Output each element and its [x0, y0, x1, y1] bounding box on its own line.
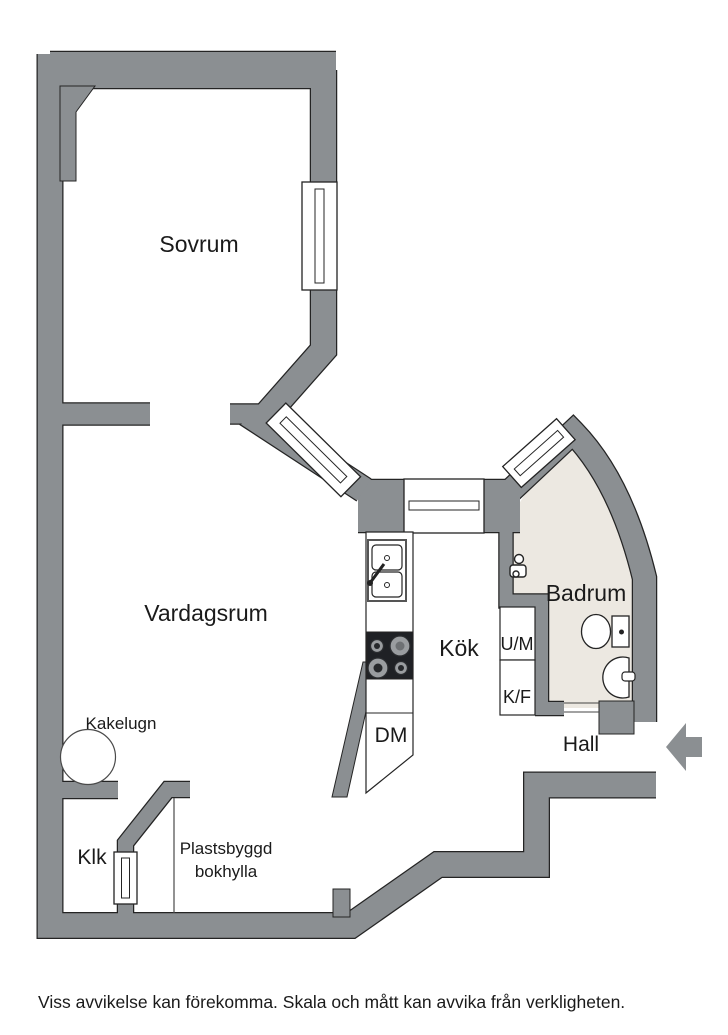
- faucet-icon: [367, 563, 386, 586]
- label-klk: Klk: [77, 846, 107, 869]
- wall-topleft-chamfer: [59, 85, 96, 182]
- wall-badrum-right-curve: [497, 415, 656, 722]
- kf-cabinet: [499, 659, 536, 716]
- label-dm: DM: [375, 724, 408, 747]
- wall-badrum-west: [499, 528, 548, 708]
- door-badrum-threshold: [564, 702, 599, 713]
- openings: [113, 181, 599, 905]
- um-cabinet: [499, 606, 536, 661]
- door-klk: [113, 851, 138, 905]
- label-badrum: Badrum: [546, 580, 627, 606]
- wall-badrum-south-right: [598, 700, 635, 735]
- wall-bottom-notch: [332, 888, 351, 918]
- label-sovrum: Sovrum: [159, 231, 238, 257]
- label-hall: Hall: [563, 733, 599, 756]
- disclaimer-caption: Viss avvikelse kan förekomma. Skala och …: [38, 992, 625, 1012]
- stove: [366, 631, 414, 680]
- label-um: U/M: [501, 634, 534, 654]
- labels: Sovrum Vardagsrum Kök Badrum Hall Klk DM…: [77, 231, 626, 881]
- label-kf: K/F: [503, 687, 531, 707]
- kitchen-sink: [367, 539, 407, 602]
- burner-icons: [367, 635, 411, 679]
- toilet-icon: [580, 613, 630, 650]
- window-vardagsrum-diagonal: [265, 402, 362, 498]
- badrum-fixtures: [509, 553, 636, 699]
- label-kakelugn: Kakelugn: [86, 714, 157, 733]
- window-kitchen: [403, 478, 485, 534]
- water-tap-icon: [509, 553, 527, 578]
- kakelugn-stove: [59, 728, 117, 786]
- kitchen-counter: [365, 531, 414, 795]
- label-bokhylla-2: bokhylla: [195, 862, 258, 881]
- washbasin-icon: [602, 656, 636, 699]
- wall-left-bottom-hall: [37, 54, 656, 938]
- window-badrum-diagonal: [501, 417, 577, 489]
- window-sovrum: [301, 181, 338, 291]
- label-vardagsrum: Vardagsrum: [144, 600, 268, 626]
- entrance-arrow-icon: [666, 723, 702, 771]
- label-kok: Kök: [439, 635, 479, 661]
- label-bokhylla-1: Plastsbyggd: [180, 839, 273, 858]
